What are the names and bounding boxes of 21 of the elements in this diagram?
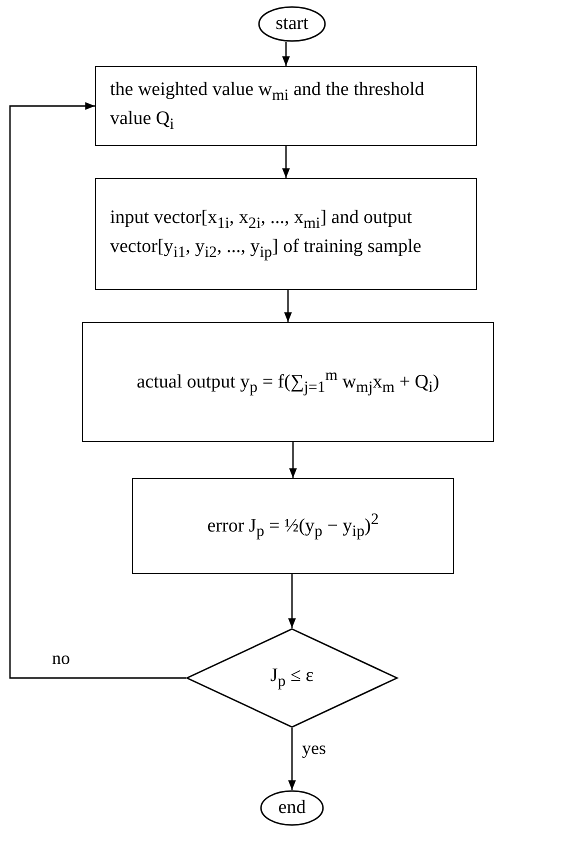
arrow xyxy=(284,290,292,322)
formula-text: actual output y$_{p}$ = f(∑$_{j=1}$$^{m}$ w$_{mj}$x$_{m}$ + Q$_{i}$) xyxy=(136,366,440,398)
terminal-label: end xyxy=(278,796,306,820)
arrow xyxy=(288,728,296,790)
decision-diamond xyxy=(186,628,398,728)
arrow xyxy=(288,574,296,628)
formula-text: the weighted value w$_{mi}$ and the threshold value Q$_{i}$ xyxy=(110,78,426,135)
terminal-oval xyxy=(258,6,326,42)
terminal-oval xyxy=(260,790,324,826)
formula-text: error J$_{p}$ = ½(y$_{p}$ − y$_{ip}$)$^{2}$ xyxy=(207,510,379,542)
process-box xyxy=(82,322,494,442)
process-box xyxy=(132,478,454,574)
terminal-label: start xyxy=(276,12,308,36)
arrow xyxy=(289,442,297,478)
arrow xyxy=(282,146,290,178)
arrow xyxy=(282,42,290,66)
process-box xyxy=(95,178,477,290)
formula-text: J$_{p}$ ≤ ε xyxy=(270,664,314,692)
process-box xyxy=(95,66,477,146)
arrow xyxy=(9,102,186,679)
formula-text: input vector[x$_{1i}$, x$_{2i}$, ..., x$_{mi}$] and output vector[y$_{i1}$, y$_{i2}$, ..., y$_{ip}$] of training sample xyxy=(110,206,422,263)
